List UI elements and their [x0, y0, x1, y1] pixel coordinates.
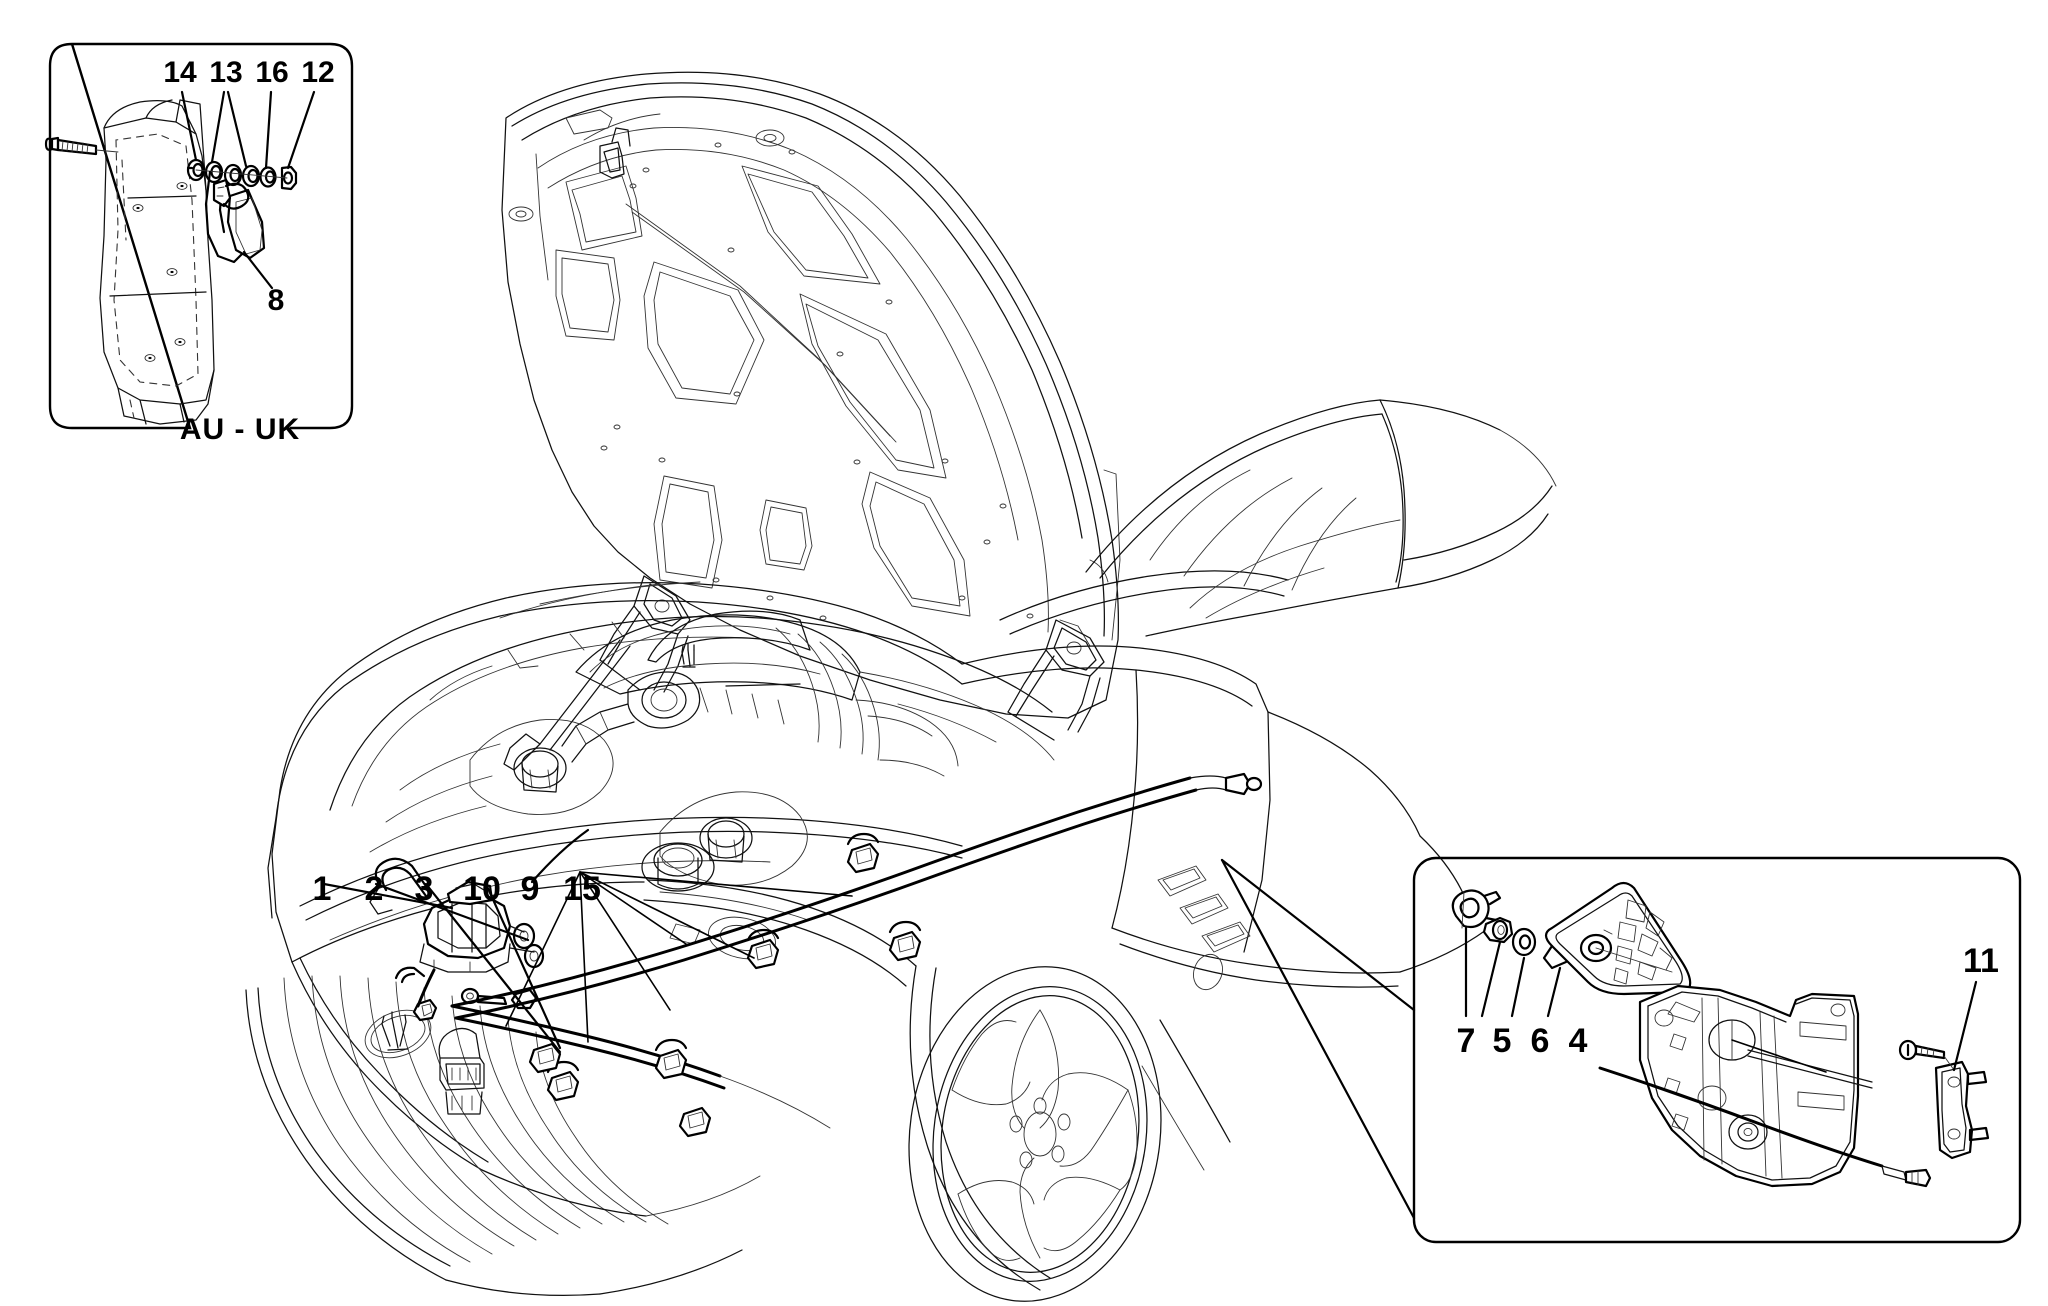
washer-part — [1511, 927, 1537, 957]
front-wheel — [908, 965, 1162, 1302]
inset-caption-au-uk: AU - UK — [180, 413, 300, 446]
callout-10: 10 — [463, 870, 501, 908]
front-grille — [245, 975, 669, 1281]
fastener-stack — [186, 158, 298, 191]
callout-6: 6 — [1531, 1022, 1550, 1060]
fender-vent — [1157, 865, 1251, 991]
release-handle-inset: 7 5 6 4 11 — [1220, 856, 2022, 1244]
callout-1: 1 — [313, 870, 332, 908]
callout-7: 7 — [1457, 1022, 1476, 1060]
callout-3: 3 — [415, 870, 434, 908]
engine-bay — [329, 581, 1055, 892]
strut-tower-left — [469, 719, 614, 815]
bracket-panel — [99, 99, 215, 425]
inset-border — [1412, 856, 2022, 1244]
au-uk-inset: 14 13 16 12 8 AU - UK — [44, 42, 354, 446]
l-bracket-part — [1934, 1060, 1990, 1160]
cable-clip — [678, 1106, 712, 1138]
cable-clip — [846, 832, 880, 874]
brand-badge — [364, 1009, 432, 1059]
engine-intake-manifold — [561, 610, 880, 763]
callout-8: 8 — [268, 284, 285, 317]
callout-9: 9 — [521, 870, 540, 908]
cable-clip — [528, 1042, 562, 1074]
callout-15: 15 — [563, 870, 601, 908]
strut-tower-right — [659, 791, 808, 886]
hood-reinforcement-cutouts — [555, 165, 971, 617]
callout-5: 5 — [1493, 1022, 1512, 1060]
callout-16: 16 — [255, 56, 288, 89]
release-handle-part — [1542, 881, 1692, 996]
fluid-reservoir-cap — [641, 842, 715, 892]
cable-clip — [888, 920, 922, 962]
cable-clip — [746, 928, 780, 970]
callout-12: 12 — [301, 56, 334, 89]
hood-panel — [501, 71, 1121, 719]
screw-part — [44, 136, 119, 156]
cable-clip — [654, 1038, 688, 1080]
inset-leader-lines — [180, 90, 316, 290]
callout-11: 11 — [1963, 942, 1999, 980]
main-leader-lines — [322, 828, 853, 1054]
inset-border — [48, 42, 354, 430]
mounting-bracket-part — [1598, 984, 1932, 1188]
retaining-clip-part — [1451, 889, 1502, 929]
release-lever-part — [204, 170, 266, 264]
grille-emblem-mount — [438, 1027, 485, 1115]
bushing-part — [1482, 916, 1514, 944]
callout-14: 14 — [163, 56, 197, 89]
hood-release-cable — [450, 772, 1263, 1138]
hood-striker — [508, 109, 785, 222]
screw-part — [1898, 1039, 1955, 1071]
callout-2: 2 — [365, 870, 384, 908]
inset-leader-lines — [1464, 926, 1978, 1073]
callout-13: 13 — [209, 56, 242, 89]
callout-4: 4 — [1569, 1022, 1588, 1060]
car-main-view: 1 2 3 10 9 15 — [245, 71, 1557, 1302]
